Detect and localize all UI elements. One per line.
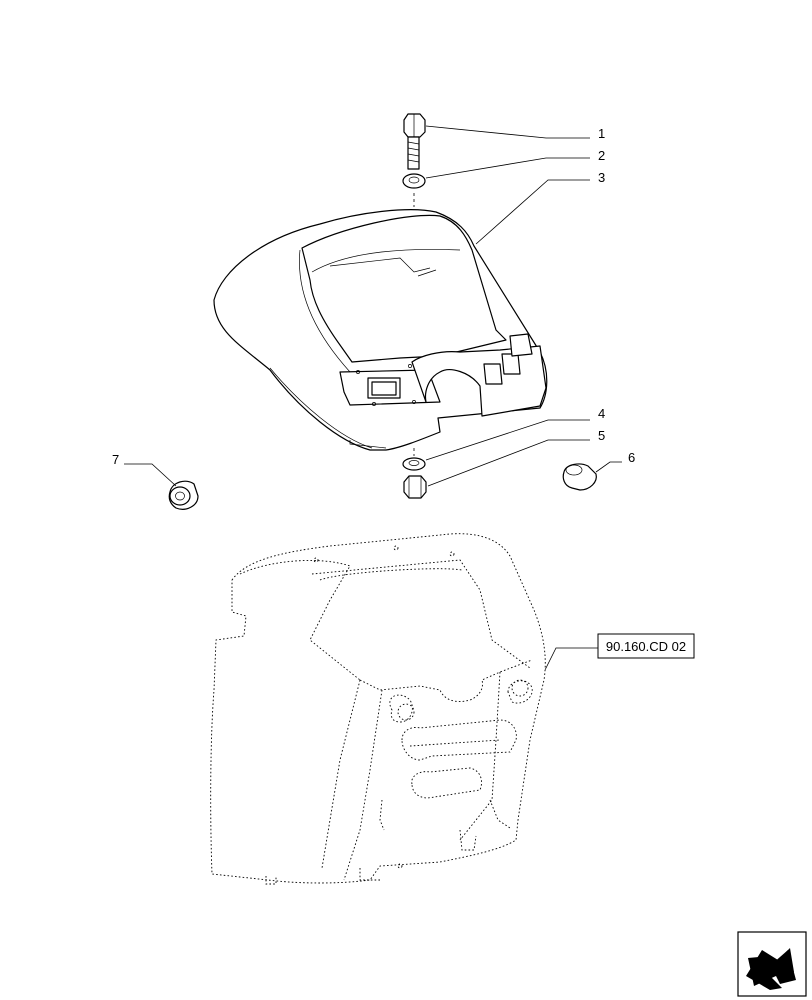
cover-part-3: [213, 209, 548, 451]
reference-label[interactable]: 90.160.CD 02: [606, 639, 686, 654]
callout-2: 2: [598, 148, 605, 163]
grommet-part-7: [168, 480, 199, 510]
reference-box[interactable]: 90.160.CD 02: [597, 633, 695, 659]
callout-3: 3: [598, 170, 605, 185]
plug-part-6: [562, 463, 597, 491]
nut-part-5: [403, 475, 427, 499]
washer-part-2: [402, 173, 426, 189]
callout-7: 7: [112, 452, 119, 467]
callout-6: 6: [628, 450, 635, 465]
washer-part-4: [402, 448, 426, 471]
bolt-part-1: [403, 113, 426, 170]
callout-4: 4: [598, 406, 605, 421]
callout-1: 1: [598, 126, 605, 141]
reference-console-phantom: [210, 533, 546, 885]
navigation-arrow-icon[interactable]: [737, 931, 807, 997]
callout-5: 5: [598, 428, 605, 443]
